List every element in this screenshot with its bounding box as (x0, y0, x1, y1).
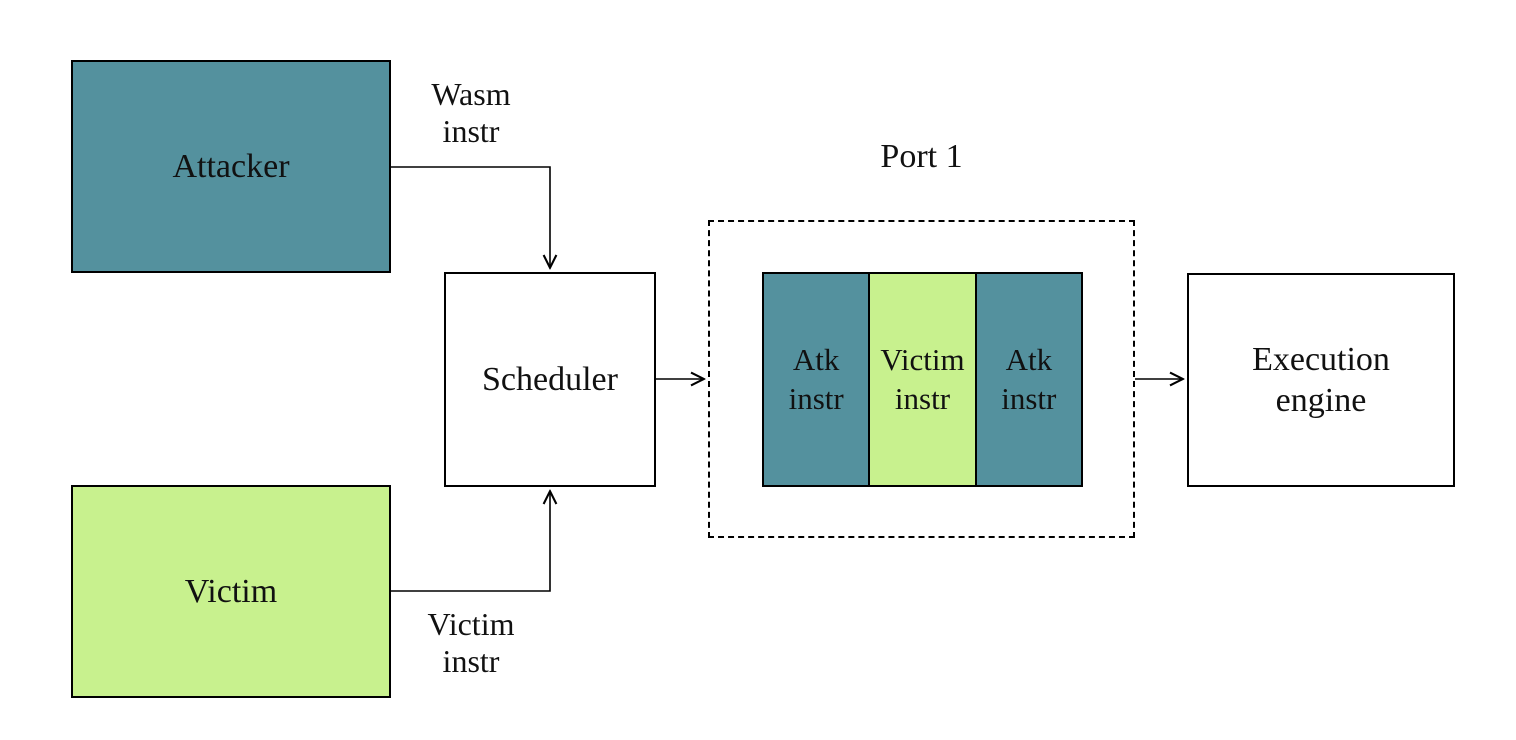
attacker-label: Attacker (172, 147, 290, 185)
port-segment-atk-instr-2: Atk instr (974, 272, 1083, 487)
port-instruction-queue: Atk instr Victim instr Atk instr (762, 272, 1083, 487)
port-segment-label: Atk instr (1001, 341, 1057, 416)
execution-engine-node: Execution engine (1187, 273, 1455, 487)
port-segment-label: Victim instr (880, 341, 965, 416)
port-segment-atk-instr-1: Atk instr (762, 272, 871, 487)
scheduler-node: Scheduler (444, 272, 656, 487)
scheduler-label: Scheduler (482, 360, 618, 398)
edge-attacker-to-scheduler (391, 166, 550, 267)
edge-victim-to-scheduler (391, 492, 550, 592)
port-segment-victim-instr: Victim instr (868, 272, 977, 487)
wasm-instr-edge-label: Wasm instr (431, 76, 511, 149)
port-title: Port 1 (880, 138, 963, 175)
execution-engine-label: Execution engine (1252, 340, 1390, 419)
attacker-node: Attacker (71, 60, 391, 273)
port-dashed-boundary (708, 220, 1135, 538)
victim-label: Victim (184, 572, 278, 610)
port-segment-label: Atk instr (788, 341, 844, 416)
victim-instr-edge-label: Victim instr (427, 606, 515, 679)
victim-node: Victim (71, 485, 391, 698)
